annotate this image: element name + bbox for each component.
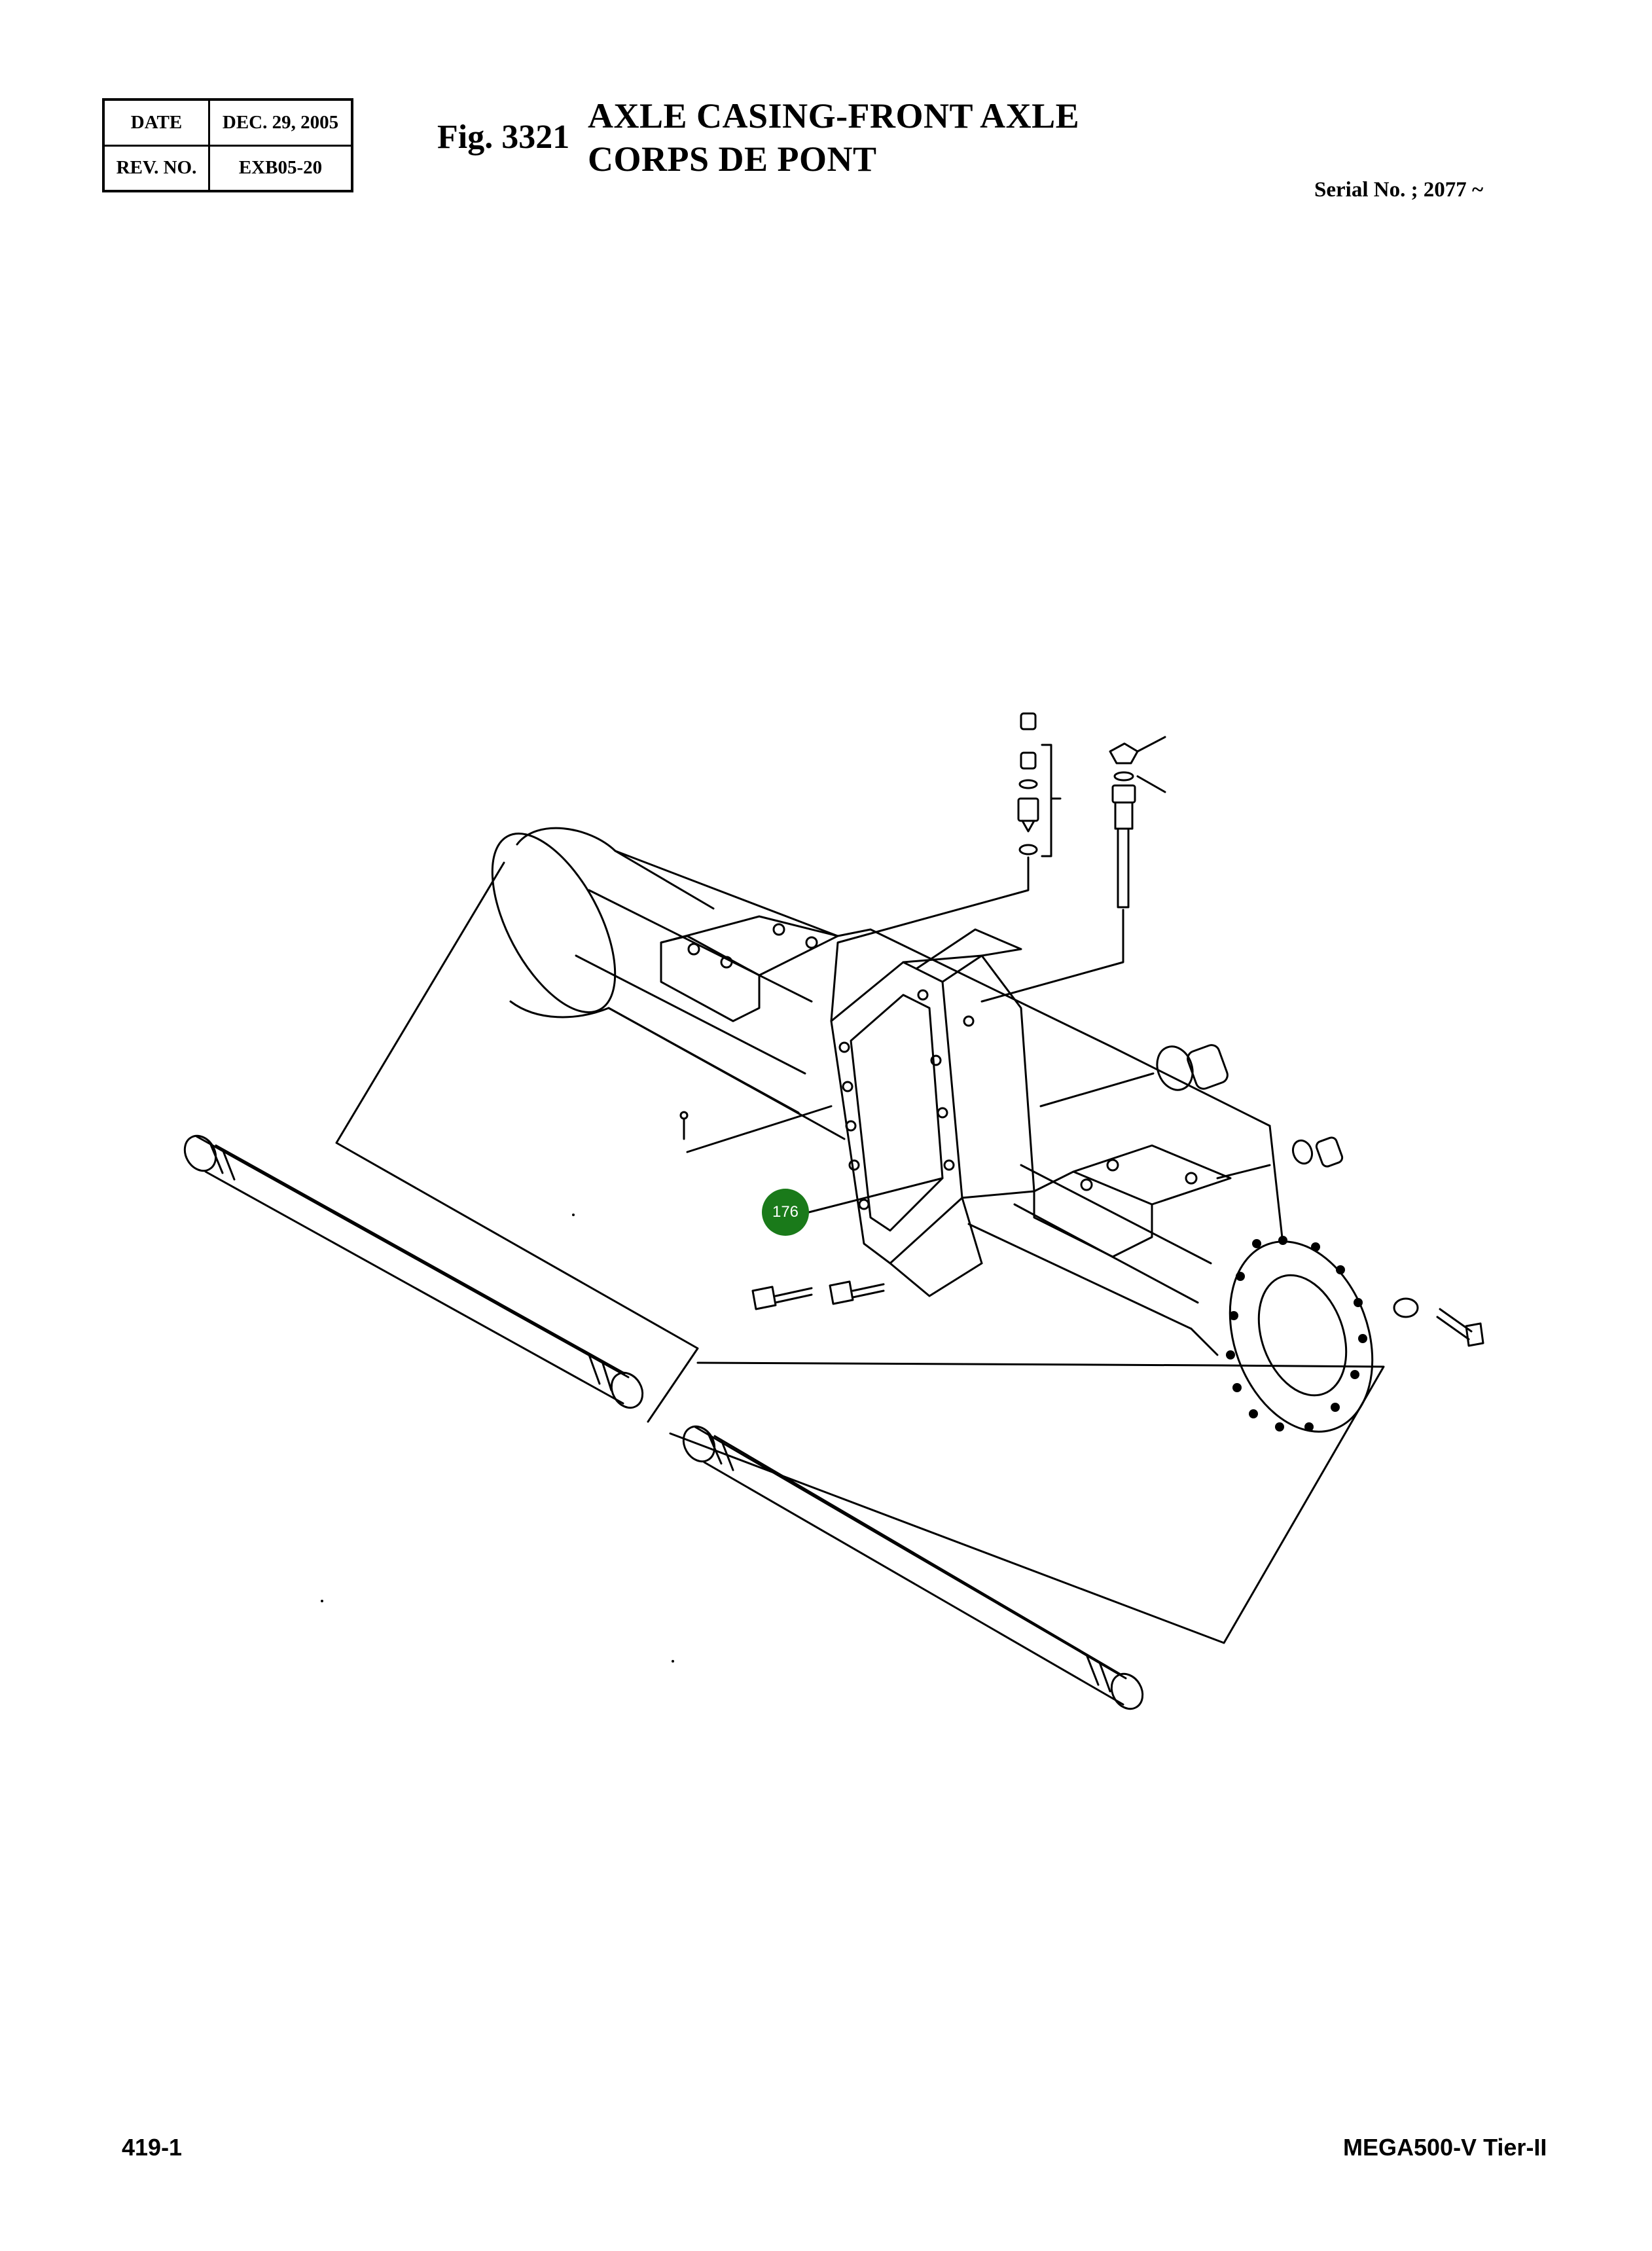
axle-casing <box>491 827 1374 1433</box>
dowel-pin <box>679 1111 689 1140</box>
page-number: 419-1 <box>122 2134 183 2161</box>
bolt-right <box>1436 1308 1484 1347</box>
plug-with-seal-small <box>1291 1136 1344 1168</box>
flange-bolt-holes <box>1226 1236 1367 1432</box>
breather-fitting <box>1017 712 1062 857</box>
shaft-bracket-upper <box>335 861 699 1423</box>
date-label: DATE <box>102 98 210 147</box>
title-french: CORPS DE PONT <box>588 139 877 179</box>
date-value: DEC. 29, 2005 <box>208 98 353 147</box>
rev-value: EXB05-20 <box>208 144 353 192</box>
rev-label: REV. NO. <box>102 144 210 192</box>
leader-lines <box>686 856 1271 1214</box>
axle-shaft-upper <box>183 1134 644 1409</box>
figure-number: Fig. 3321 <box>437 118 570 156</box>
plug-with-seal-large <box>1156 1044 1229 1091</box>
axle-shaft-lower <box>682 1425 1144 1710</box>
serial-number: Serial No. ; 2077 ~ <box>1314 178 1484 202</box>
part-callout-176[interactable]: 176 <box>762 1189 809 1236</box>
revision-table: DATE DEC. 29, 2005 REV. NO. EXB05-20 <box>102 98 353 192</box>
bolt-center <box>829 1280 885 1305</box>
title-english: AXLE CASING-FRONT AXLE <box>588 96 1080 135</box>
level-plug-dipstick <box>1109 736 1166 909</box>
shaft-bracket-lower <box>669 1361 1385 1644</box>
washer-right <box>1393 1297 1419 1318</box>
scan-specks <box>321 1214 674 1663</box>
bolt-left <box>751 1286 813 1310</box>
model-name: MEGA500-V Tier-II <box>1343 2134 1547 2161</box>
